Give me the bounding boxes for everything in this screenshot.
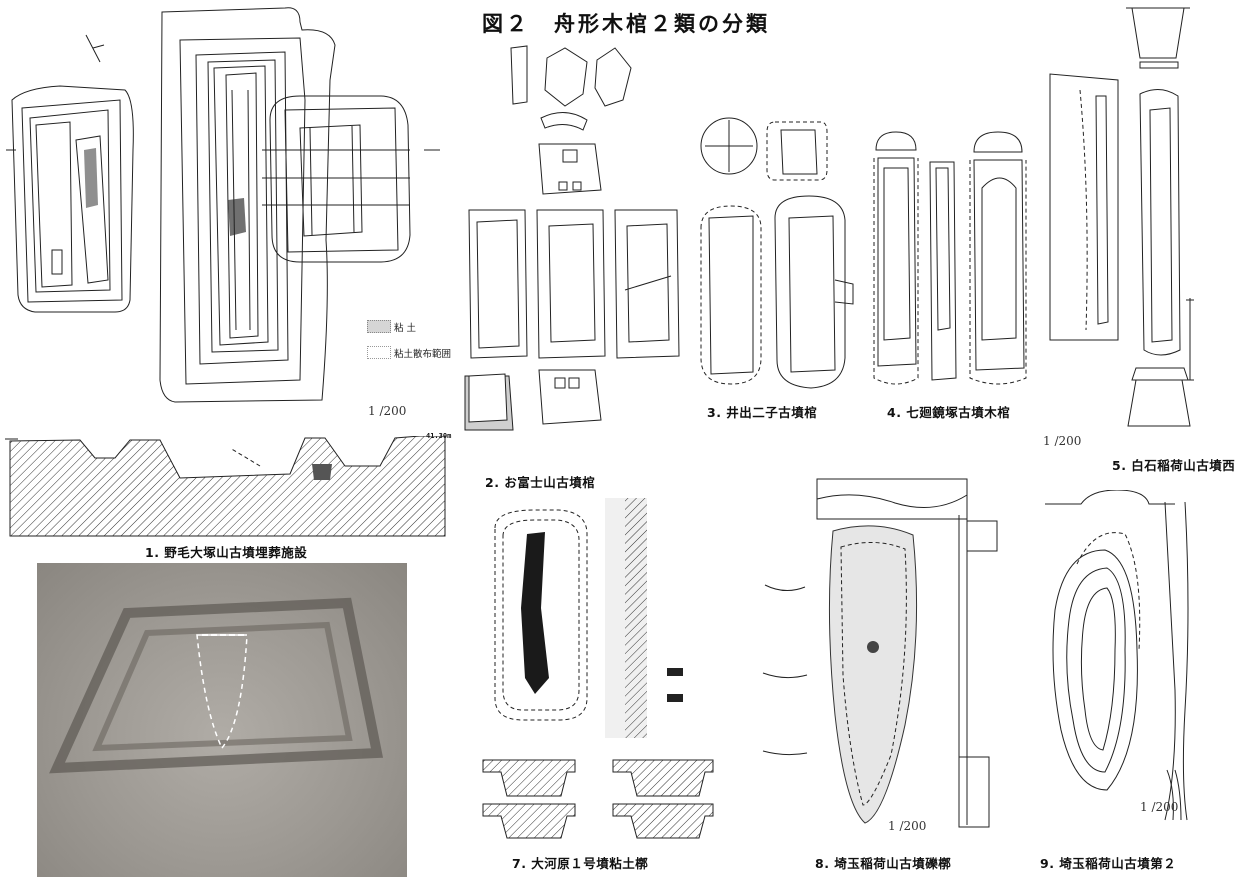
fig1-excavation-photo bbox=[37, 563, 407, 877]
fig8-scale: 1 /200 bbox=[888, 819, 927, 833]
clay-swatch bbox=[367, 320, 391, 333]
fig8-plan-drawing bbox=[762, 478, 998, 828]
clay-scatter-swatch bbox=[367, 346, 391, 359]
fig9-caption: 9. 埼玉稲荷山古墳第２ bbox=[1040, 856, 1177, 871]
fig7-plan-drawing bbox=[482, 498, 714, 839]
fig5-caption: 5. 白石稲荷山古墳西 bbox=[1112, 458, 1236, 473]
fig7-caption: 7. 大河原１号墳粘土槨 bbox=[512, 856, 649, 871]
fig2-caption: 2. お富士山古墳棺 bbox=[485, 475, 596, 490]
fig5-plan-drawing bbox=[1049, 7, 1194, 427]
fig5-scale: 1 /200 bbox=[1043, 434, 1082, 448]
fig4-caption: 4. 七廻鏡塚古墳木棺 bbox=[887, 405, 1011, 420]
figure-title: 図２ 舟形木棺２類の分類 bbox=[482, 12, 770, 36]
fig9-scale: 1 /200 bbox=[1140, 800, 1179, 814]
legend-clay: 粘 土 bbox=[394, 323, 417, 334]
fig1-caption: 1. 野毛大塚山古墳埋葬施設 bbox=[145, 545, 308, 560]
fig3-caption: 3. 井出二子古墳棺 bbox=[707, 405, 818, 420]
legend-clay-scatter: 粘土散布範囲 bbox=[394, 349, 452, 360]
fig8-caption: 8. 埼玉稲荷山古墳礫槨 bbox=[815, 856, 952, 871]
fig1-section-drawing bbox=[5, 436, 446, 537]
fig3-coffin-drawing bbox=[700, 117, 854, 389]
fig1-scale: 1 /200 bbox=[368, 404, 407, 418]
fig1-plan-drawing bbox=[6, 7, 440, 403]
fig4-coffin-drawing bbox=[873, 131, 1027, 385]
fig2-coffin-drawing bbox=[464, 45, 680, 431]
fig9-plan-drawing bbox=[1045, 490, 1189, 821]
